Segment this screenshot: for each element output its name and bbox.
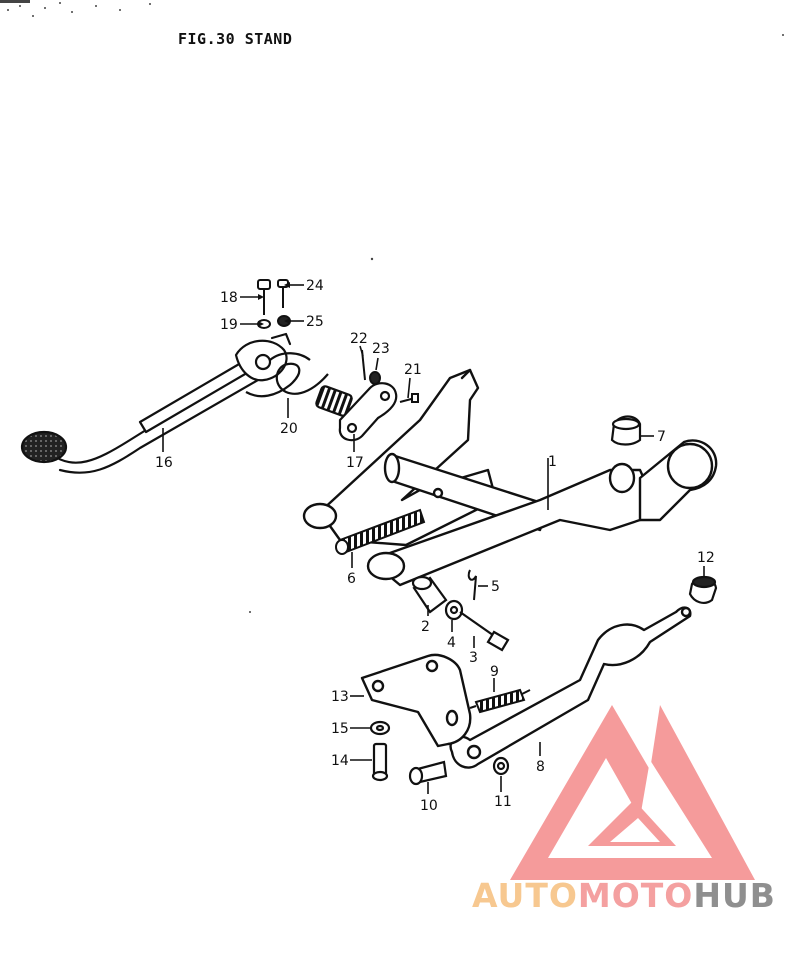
nut-11	[492, 756, 510, 776]
watermark-brand: AUTOMOTOHUB	[472, 876, 776, 915]
bolt-10	[408, 760, 448, 786]
callout-8: 8	[536, 759, 545, 775]
bolt-14	[371, 742, 389, 782]
figure-title: FIG.30 STAND	[178, 30, 293, 48]
callout-9: 9	[490, 664, 499, 680]
callout-24: 24	[306, 278, 324, 294]
rubber-12	[688, 575, 718, 604]
callout-19: 19	[220, 317, 238, 333]
brand-part-auto: AUTO	[472, 876, 578, 915]
brake-pedal-16	[20, 332, 292, 474]
bracket-13	[360, 653, 472, 748]
spring-20	[245, 352, 329, 398]
callout-14: 14	[331, 753, 349, 769]
callout-11: 11	[494, 794, 512, 810]
callout-15: 15	[331, 721, 349, 737]
callout-6: 6	[347, 571, 356, 587]
callout-2: 2	[421, 619, 430, 635]
scan-noise	[0, 0, 784, 613]
spring-6	[335, 508, 426, 555]
callout-5: 5	[491, 579, 500, 595]
callout-10: 10	[420, 798, 438, 814]
lever-17	[315, 382, 398, 442]
collar-2	[411, 575, 448, 614]
bolt-3	[459, 611, 510, 652]
callout-18: 18	[220, 290, 238, 306]
brand-part-moto: MOTO	[577, 876, 694, 915]
brand-part-hub: HUB	[693, 876, 776, 915]
watermark-logo-icon	[510, 705, 755, 880]
callout-7: 7	[657, 429, 666, 445]
side-stand-8	[449, 606, 692, 769]
callout-25: 25	[306, 314, 324, 330]
leader-arrows	[258, 282, 290, 327]
callout-23: 23	[372, 341, 390, 357]
callout-1: 1	[548, 454, 557, 470]
callout-labels: 1 2 3 4 5 6 7 8 9 10 11 12 13 14 15 16 1…	[155, 278, 715, 814]
callout-16: 16	[155, 455, 173, 471]
washer-4	[444, 599, 464, 621]
callout-12: 12	[697, 550, 715, 566]
callout-13: 13	[331, 689, 349, 705]
cotter-pin-5	[467, 569, 477, 601]
stopper-7	[610, 415, 642, 446]
leader-lines	[162, 284, 705, 794]
washer-15	[369, 720, 391, 736]
callout-21: 21	[404, 362, 422, 378]
callout-4: 4	[447, 635, 456, 651]
callout-17: 17	[346, 455, 364, 471]
nut-23	[369, 371, 381, 385]
spring-9	[469, 688, 531, 714]
callout-20: 20	[280, 421, 298, 437]
callout-3: 3	[469, 650, 478, 666]
bolt-21	[399, 393, 419, 403]
main-stand-1	[302, 368, 718, 587]
bolt-18	[257, 279, 271, 315]
callout-22: 22	[350, 331, 368, 347]
